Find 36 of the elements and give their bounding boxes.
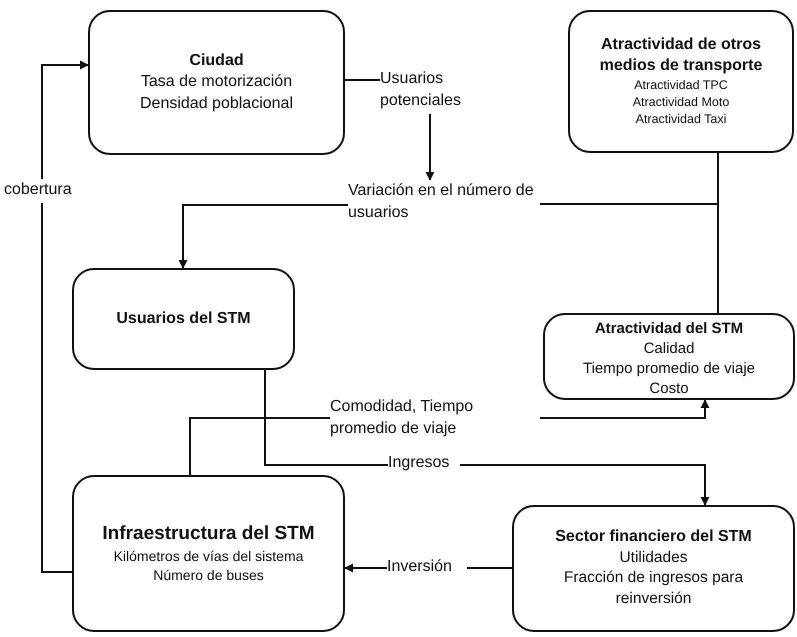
box-text: Tiempo promedio de viaje: [582, 358, 756, 379]
arrow: [540, 399, 710, 419]
arrow: [460, 464, 710, 506]
box-heading: Ciudad: [189, 50, 244, 70]
connector-line: [467, 567, 512, 569]
box-text: Tasa de motorización: [140, 72, 292, 92]
box-heading: Usuarios del STM: [116, 308, 251, 329]
connector-line: [345, 79, 380, 81]
connector-line: [189, 417, 330, 475]
process-box: [543, 313, 795, 400]
process-box: [72, 268, 295, 370]
box-heading: Infraestructura del STM: [102, 522, 315, 546]
box-heading: Sector financiero del STM: [555, 526, 752, 547]
box-heading: Atractividad de otros medios de transporte: [598, 35, 764, 76]
process-box: [88, 10, 345, 155]
box-text: Costo: [649, 379, 689, 399]
connector-line: [264, 370, 388, 466]
box-text: Número de buses: [153, 566, 264, 585]
box-text: Fracción de ingresos para reinversión: [562, 568, 744, 610]
arrow: [344, 564, 387, 572]
arrow: [178, 204, 348, 269]
box-heading: Atractividad del STM: [594, 319, 744, 338]
box-text: Calidad: [644, 338, 694, 358]
box-text: Utilidades: [619, 548, 688, 568]
process-box: [568, 10, 794, 153]
arrow: [41, 60, 89, 179]
process-box: [72, 475, 345, 632]
arrow: [426, 114, 434, 181]
box-text: Densidad poblacional: [140, 94, 293, 114]
box-text: Atractividad Moto: [632, 94, 730, 111]
box-text: Kilómetros de vías del sistema: [114, 546, 304, 566]
process-box: [512, 505, 795, 632]
connector-line: [41, 203, 72, 573]
box-text: Atractividad Taxi: [636, 110, 726, 128]
box-text: Atractividad TPC: [634, 76, 728, 94]
connector-line: [540, 203, 719, 313]
